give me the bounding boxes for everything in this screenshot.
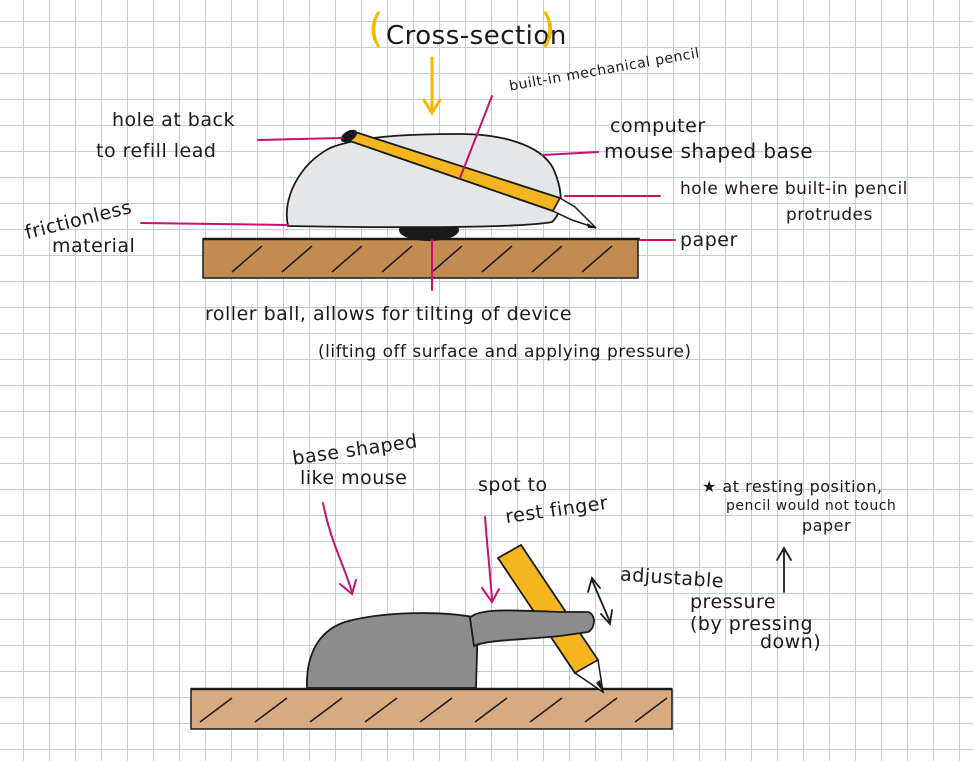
top-desk <box>202 237 640 279</box>
label-base-line2: mouse shaped base <box>604 139 814 163</box>
bottom-desk <box>190 687 673 730</box>
label-refill-line1: hole at back <box>112 109 235 131</box>
label-refill-line2: to refill lead <box>96 140 217 162</box>
label-rest-line3: paper <box>802 516 852 535</box>
label-protrude-line1: hole where built-in pencil <box>680 179 908 199</box>
label-rest-line1: ★ at resting position, <box>702 477 883 496</box>
label-frictionless-line2: material <box>52 235 136 257</box>
label-roller-line1: roller ball, allows for tilting of devic… <box>205 303 573 325</box>
pressure-arrow <box>587 546 792 627</box>
label-protrude-line2: protrudes <box>786 205 873 225</box>
label-pressure-line4: down) <box>760 631 822 653</box>
label-paper: paper <box>680 229 738 251</box>
finger-rest <box>469 609 595 648</box>
label-base-line1: computer <box>610 115 706 137</box>
title-paren-close: ) <box>540 6 556 52</box>
top-mouse-base <box>285 133 562 229</box>
label-pressure-line2: pressure <box>690 591 777 613</box>
label-bottom-base-line2: like mouse <box>300 467 408 489</box>
label-finger-line1: spot to <box>478 474 548 496</box>
diagram-title: Cross-section <box>386 21 567 51</box>
bottom-arrows <box>322 502 500 604</box>
label-pressure-line3: (by pressing <box>690 613 814 635</box>
label-roller-line2: (lifting off surface and applying pressu… <box>318 342 692 362</box>
bottom-mouse-base <box>306 612 479 689</box>
top-pencil <box>340 129 597 229</box>
top-leader-lines <box>140 95 676 291</box>
title-arrow <box>422 56 442 116</box>
label-rest-line2: pencil would not touch <box>726 498 897 514</box>
title-paren-open: ( <box>368 6 384 52</box>
